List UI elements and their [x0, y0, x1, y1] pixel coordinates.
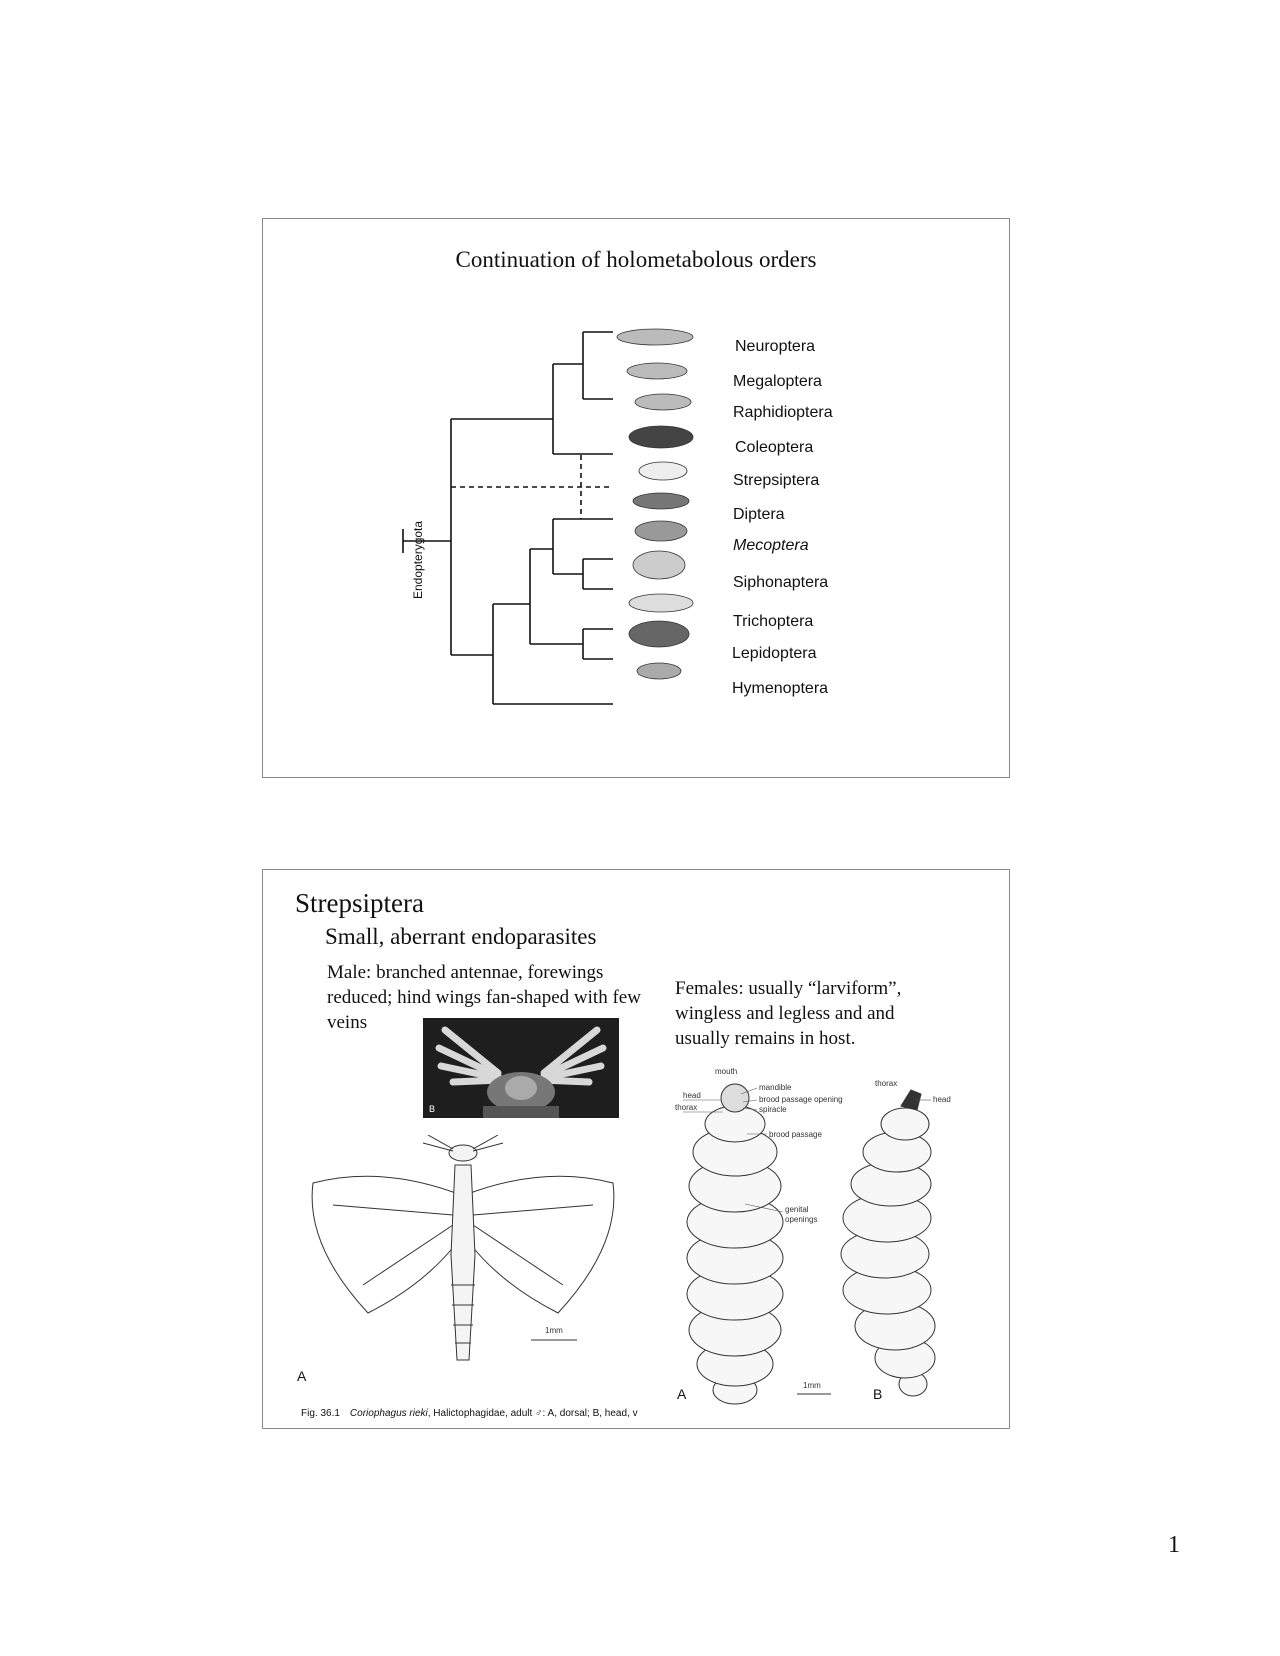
label-openings: openings: [785, 1215, 817, 1224]
taxon-label: Hymenoptera: [732, 680, 829, 697]
caption-figure-number: Fig. 36.1: [301, 1408, 340, 1419]
taxon-label: Lepidoptera: [732, 645, 817, 662]
clade-label-endopterygota: Endopterygota: [411, 520, 425, 599]
label-brood-passage: brood passage: [769, 1130, 822, 1139]
taxon-label: Trichoptera: [733, 613, 814, 630]
label-head: head: [683, 1091, 701, 1100]
label-mandible: mandible: [759, 1083, 792, 1092]
male-figure-label-a: A: [297, 1368, 307, 1384]
taxon-label: Mecoptera: [733, 537, 809, 554]
page-number: 1: [1168, 1532, 1180, 1558]
slide-strepsiptera: Strepsiptera Small, aberrant endoparasit…: [262, 869, 1010, 1429]
taxon-label: Neuroptera: [735, 338, 816, 355]
female-figure-label-b: B: [873, 1386, 883, 1402]
caption-species: Coriophagus rieki: [349, 1408, 428, 1419]
female-figure-label-a: A: [677, 1386, 687, 1402]
label-thorax-b: thorax: [875, 1079, 897, 1088]
slide2-title: Strepsiptera: [295, 888, 424, 918]
label-brood-passage-opening: brood passage opening: [759, 1095, 843, 1104]
label-spiracle: spiracle: [759, 1105, 787, 1114]
male-dorsal-drawing: 1mm: [311, 1135, 615, 1361]
taxon-label: Strepsiptera: [733, 472, 820, 489]
female-description: Females: usually “larviform”, wingless a…: [675, 978, 902, 1049]
label-mouth: mouth: [715, 1067, 737, 1076]
taxon-label: Diptera: [733, 506, 785, 523]
label-thorax: thorax: [675, 1103, 697, 1112]
male-scale-label: 1mm: [545, 1326, 563, 1335]
female-larviform-drawing: mouth mandible head brood passage openin…: [675, 1067, 951, 1405]
taxon-label: Raphidioptera: [733, 404, 833, 421]
caption-text: , Halictophagidae, adult ♂: A, dorsal; B…: [427, 1408, 638, 1419]
label-genital: genital: [785, 1205, 809, 1214]
female-scale-label: 1mm: [803, 1381, 821, 1390]
phylogenetic-tree: [402, 328, 694, 705]
figure-caption: Fig. 36.1 Coriophagus rieki, Halictophagi…: [301, 1408, 638, 1419]
taxon-label: Siphonaptera: [733, 574, 829, 591]
taxon-label: Coleoptera: [735, 439, 814, 456]
male-description: Male: branched antennae, forewings reduc…: [327, 962, 641, 1033]
slide-holometabolous-orders: Continuation of holometabolous orders: [262, 218, 1010, 778]
slide2-subtitle: Small, aberrant endoparasites: [325, 924, 597, 949]
male-head-sem-photo: B: [423, 1018, 619, 1118]
label-head-b: head: [933, 1095, 951, 1104]
slide1-title: Continuation of holometabolous orders: [455, 247, 817, 272]
photo-label-b: B: [429, 1104, 435, 1114]
taxon-label: Megaloptera: [733, 373, 822, 390]
